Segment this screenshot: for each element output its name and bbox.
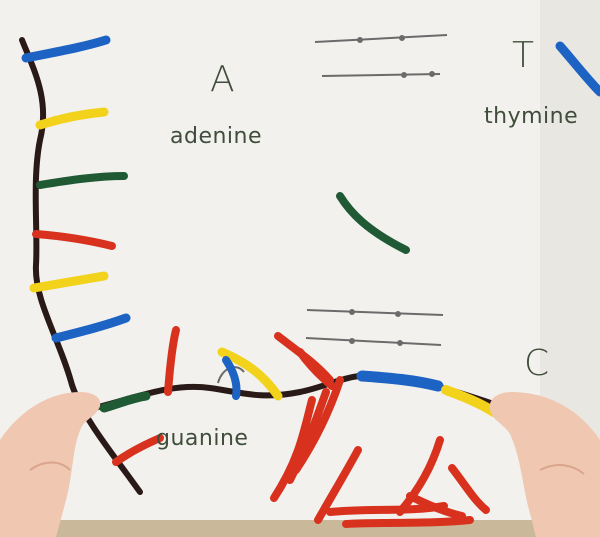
- pencil-dot: [397, 340, 403, 346]
- letter-t: T: [512, 35, 534, 76]
- left-hand: [0, 392, 101, 537]
- rung-red: [112, 434, 164, 466]
- rung-blue: [21, 35, 111, 63]
- red-upright: [164, 326, 180, 396]
- left-hand-shade: [29, 461, 71, 471]
- red-piece: [296, 348, 336, 390]
- red-pile: [270, 332, 490, 528]
- letter-a: A: [210, 59, 235, 100]
- word-guanine: guanine: [156, 426, 249, 451]
- rung-red: [32, 230, 116, 250]
- right-hand: [489, 392, 600, 537]
- rung-yellow: [29, 271, 109, 293]
- rung-blue: [51, 313, 131, 343]
- blue-curve: [222, 356, 241, 400]
- table-edge: [0, 520, 600, 537]
- rung-green: [36, 172, 128, 189]
- red-piece: [406, 492, 466, 520]
- pencil-line-4: [305, 337, 442, 346]
- red-piece: [342, 516, 474, 528]
- red-piece: [286, 388, 330, 484]
- red-piece: [314, 446, 362, 524]
- word-thymine: thymine: [484, 104, 579, 129]
- pencil-dot: [429, 71, 435, 77]
- blue-segment: [356, 370, 444, 392]
- pencil-line-2: [321, 73, 441, 77]
- right-hand-shade: [539, 464, 585, 475]
- red-piece: [270, 396, 316, 502]
- pencil-lines: [217, 34, 448, 384]
- loose-blue-piece-top-right: [555, 41, 600, 97]
- yellow-curve: [217, 347, 283, 401]
- pencil-dot: [349, 338, 355, 344]
- pencil-dot: [349, 309, 355, 315]
- pencil-line-1: [314, 34, 448, 43]
- letter-c: C: [524, 343, 550, 384]
- red-piece: [396, 436, 444, 516]
- pencil-line-3: [306, 309, 444, 316]
- word-adenine: adenine: [170, 124, 263, 149]
- green-segment: [99, 391, 151, 413]
- pencil-dot: [357, 37, 363, 43]
- pencil-dot: [399, 35, 405, 41]
- pencil-dot: [395, 311, 401, 317]
- red-piece: [448, 464, 490, 514]
- rung-yellow: [35, 107, 109, 130]
- pencil-dot: [401, 72, 407, 78]
- loose-green-piece: [336, 192, 410, 254]
